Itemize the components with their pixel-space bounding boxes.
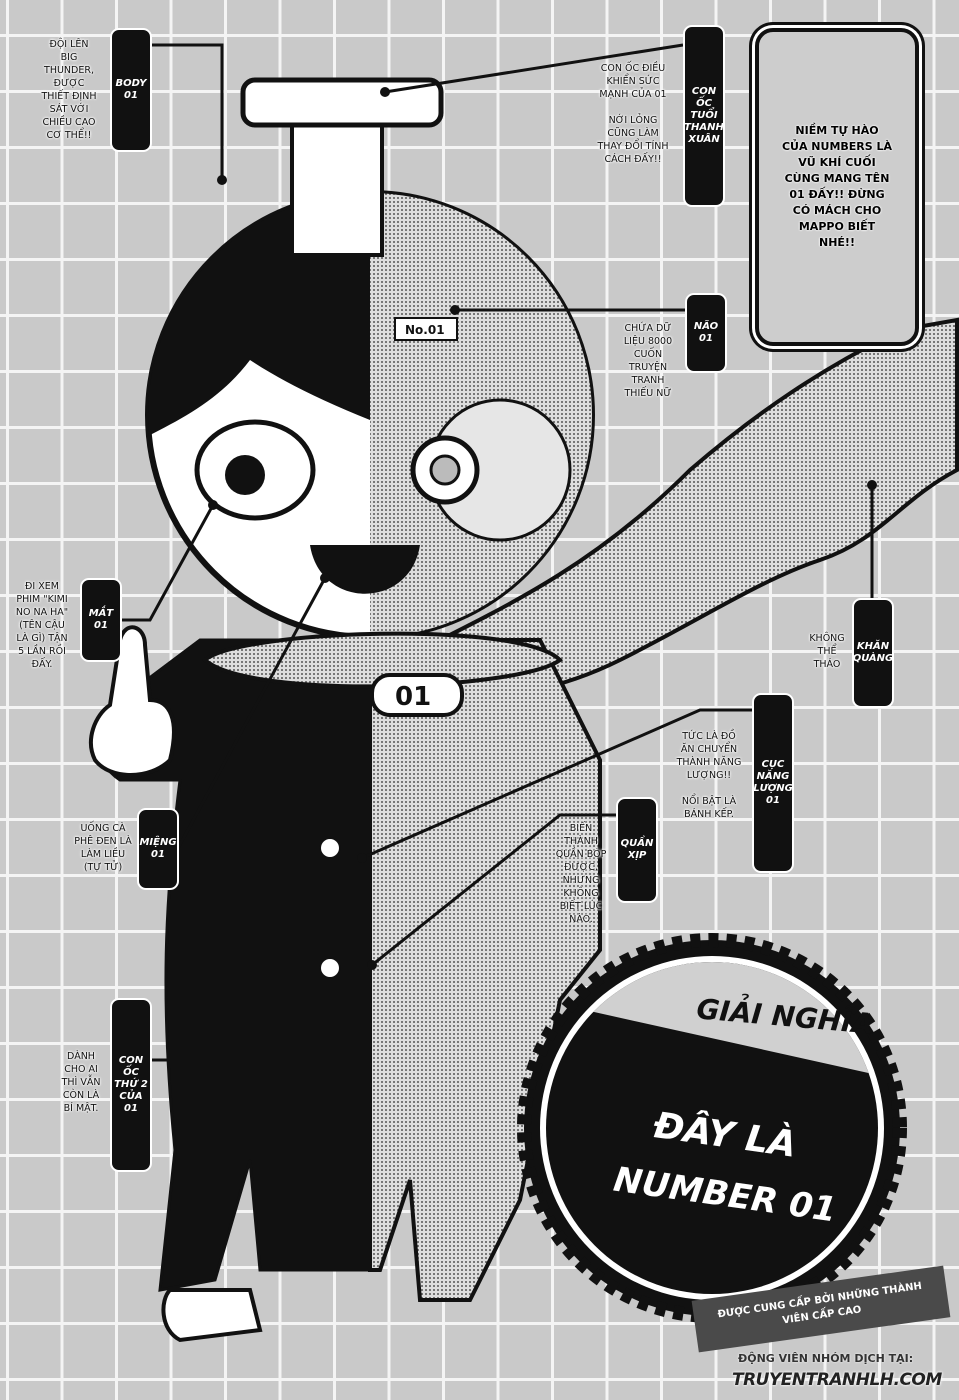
note-screw-2: DÀNH CHO AI THÌ VẪN CÒN LÀ BÍ MẬT. <box>61 1051 101 1114</box>
tag-scarf: KHĂN QUÀNG <box>852 598 894 708</box>
tag-screw: CON ỐC TUỔI THANH XUÂN <box>683 25 725 207</box>
tag-brain: NÃO 01 <box>685 293 727 373</box>
note-scarf: KHÔNG THỂ THÁO <box>809 633 845 670</box>
tag-energy: CỤC NĂNG LƯỢNG 01 <box>752 693 794 873</box>
shoe <box>161 1288 263 1343</box>
body-right <box>368 638 602 1302</box>
note-body-01: ĐỘI LÊN BIG THUNDER, ĐƯỢC THIẾT ĐỊNH SÁT… <box>41 39 97 141</box>
collar-badge <box>370 673 464 717</box>
lens-right <box>429 454 461 486</box>
speech-box: NIỀM TỰ HÀO CỦA NUMBERS LÀ VŨ KHÍ CUỐI C… <box>755 28 919 346</box>
brain-plate <box>394 317 458 341</box>
credit-site[interactable]: TRUYENTRANHLH.COM <box>732 1370 942 1390</box>
pointing-hand <box>89 625 176 777</box>
mouth <box>310 545 420 594</box>
speech-box-text: NIỀM TỰ HÀO CỦA NUMBERS LÀ VŨ KHÍ CUỐI C… <box>781 124 893 249</box>
note-eye: ĐI XEM PHIM "KIMI NO NA HA" (TÊN CẬU LÀ … <box>15 581 69 670</box>
tag-screw-2: CON ỐC THỨ 2 CỦA 01 <box>110 998 152 1172</box>
scarf-tail <box>417 317 959 703</box>
jacket-button <box>319 837 341 859</box>
note-mouth: UỐNG CÀ PHÊ ĐEN LÀ LÀM LIỀU (TỰ TỬ) <box>74 823 132 873</box>
note-brain: CHỨA DỮ LIỆU 8000 CUỐN TRUYỆN TRANH THIẾ… <box>623 323 673 399</box>
leader-dots <box>208 87 877 970</box>
leader-lines <box>120 43 874 1062</box>
note-screw: CON ỐC ĐIỀU KHIỂN SỨC MẠNH CỦA 01 NỚI LỎ… <box>597 63 669 165</box>
tag-eye: MẮT 01 <box>80 578 122 662</box>
note-energy: TỨC LÀ ĐỒ ĂN CHUYỂN THÀNH NĂNG LƯỢNG!! N… <box>676 731 742 820</box>
pupil-left <box>225 455 265 495</box>
tag-body-01: BODY 01 <box>110 28 152 152</box>
collar-badge-text: 01 <box>395 682 431 712</box>
brain-plate-text: No.01 <box>405 323 445 337</box>
credit-group-line: ĐỘNG VIÊN NHÓM DỊCH TẠI: <box>738 1352 914 1365</box>
tag-underwear: QUẦN XỊP <box>616 797 658 903</box>
collar <box>201 631 564 689</box>
screw-shaft <box>290 123 384 257</box>
jacket-button <box>319 957 341 979</box>
note-underwear: BIẾN THÀNH QUẦN BÓP ĐƯỢC, NHƯNG KHÔNG BI… <box>555 823 607 925</box>
tag-mouth: MIỆNG 01 <box>137 808 179 890</box>
